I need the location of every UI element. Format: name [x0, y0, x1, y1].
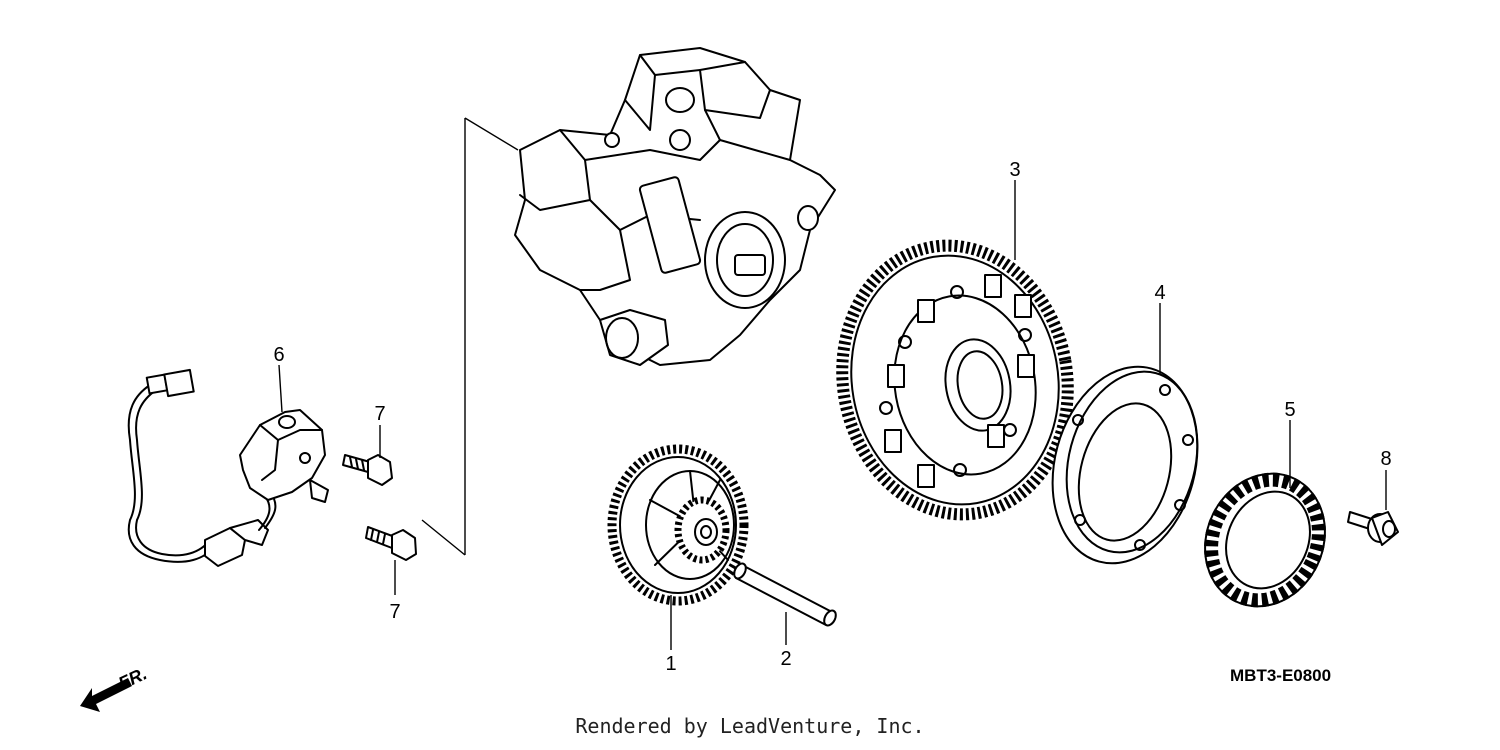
callout-4: 4: [1154, 282, 1165, 304]
flange-bolt-upper: [342, 454, 393, 486]
callout-3: 3: [1009, 159, 1020, 181]
one-way-clutch-outer: [1051, 365, 1199, 565]
render-credit: Rendered by LeadVenture, Inc.: [575, 714, 925, 738]
front-arrow-icon: FR.: [80, 663, 150, 712]
diagram-code: MBT3-E0800: [1230, 666, 1331, 685]
leader-lines: [421, 117, 519, 556]
starter-driven-gear: [836, 239, 1074, 521]
callout-6: 6: [273, 344, 284, 366]
callout-7-upper: 7: [374, 403, 385, 425]
callout-leaders: [278, 180, 1387, 650]
pulse-generator-sensor: [127, 368, 329, 567]
socket-bolt: [1347, 511, 1399, 546]
idle-gear-shaft: [733, 562, 837, 627]
starter-idle-gear: [607, 444, 749, 606]
driven-gear-rollers: [884, 274, 1035, 488]
one-way-clutch-sprag: [1204, 472, 1326, 608]
callout-7-lower: 7: [389, 601, 400, 623]
callout-labels: 1 2 3 4 5 6 7 7 8: [273, 159, 1391, 675]
engine-case-illustration: [514, 47, 836, 366]
callout-2: 2: [780, 648, 791, 670]
callout-1: 1: [665, 653, 676, 675]
callout-5: 5: [1284, 399, 1295, 421]
callout-8: 8: [1380, 448, 1391, 470]
flange-bolt-lower: [365, 526, 417, 561]
